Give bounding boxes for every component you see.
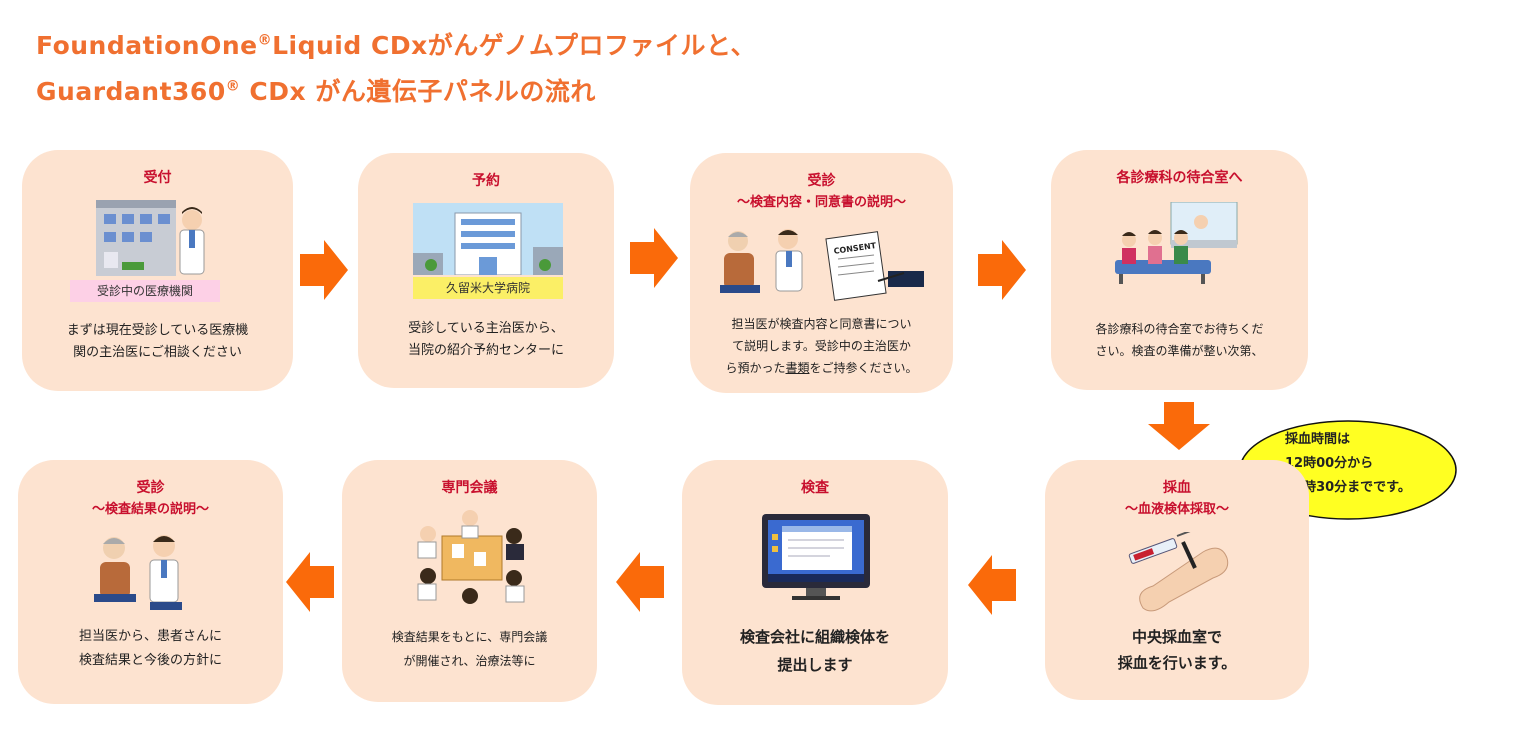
step-desc-line: まずは現在受診している医療機 (66, 323, 249, 338)
step-card-results: 受診 ～検査結果の説明～ 担当医から、患者さんに 検査結果と今後の方針に (18, 460, 283, 704)
step-heading: 検査 (801, 480, 829, 496)
step-desc-line: 検査会社に組織検体を (739, 628, 890, 646)
arrow-left-icon (616, 552, 664, 612)
clinic-doctor-illustration (96, 200, 205, 276)
monitor-illustration (762, 514, 870, 600)
step-desc-line: て説明します。受診中の主治医か (732, 339, 911, 353)
step-card-blood-draw: 採血 ～血液検体採取～ 中央採血室で 採血を行います。 (1045, 460, 1309, 700)
step-desc-line: が開催され、治療法等に (403, 654, 536, 668)
step-heading: 予約 (472, 173, 500, 189)
step-desc-line: さい。検査の準備が整い次第、 (1095, 344, 1264, 358)
step-card-reception: 受付 受診中の医療機関 まずは現在受診している医療機 関の主治医にご相談ください (22, 150, 293, 391)
step-heading: 受診 (136, 480, 165, 496)
step-desc-line: 検査結果と今後の方針に (78, 653, 222, 668)
bubble-line: 15時30分までです。 (1285, 480, 1411, 495)
arrow-right-icon (300, 240, 348, 300)
step-subheading: ～検査結果の説明～ (91, 502, 209, 517)
step-desc-line: 受診している主治医から、 (408, 321, 564, 336)
waiting-room-illustration (1115, 202, 1238, 284)
step-heading: 専門会議 (441, 480, 498, 496)
page-title-line1: FoundationOne®Liquid CDxがんゲノムプロファイルと、 (36, 31, 756, 60)
step-heading: 受付 (143, 170, 172, 186)
arrow-left-icon (286, 552, 334, 612)
step-heading: 受診 (807, 173, 836, 189)
step-card-consultation: 受診 ～検査内容・同意書の説明～ CONSENT 担当医が検査内容と同意書につい… (690, 153, 953, 393)
step-subheading: ～血液検体採取～ (1124, 502, 1229, 517)
step-desc-line: 各診療科の待合室でお待ちくだ (1095, 322, 1264, 336)
arrow-left-icon (968, 555, 1016, 615)
hospital-building-illustration (413, 203, 563, 275)
step-heading: 採血 (1163, 480, 1191, 496)
step-desc-line: 関の主治医にご相談ください (73, 345, 242, 360)
step-desc-line: 採血を行います。 (1117, 654, 1237, 672)
syringe-arm-illustration (1128, 532, 1229, 612)
step-subheading: ～検査内容・同意書の説明～ (736, 195, 906, 210)
step-desc-line: 中央採血室で (1131, 628, 1222, 646)
consent-explanation-illustration: CONSENT (720, 229, 924, 301)
step-card-expert-panel: 専門会議 検査結果をもとに、専門会議 が開催され、治療法等に (342, 460, 597, 702)
hospital-label: 久留米大学病院 (413, 277, 563, 299)
step-card-testing: 検査 検査会社に組織検体を 提出します (682, 460, 948, 705)
clinic-label: 受診中の医療機関 (70, 280, 220, 302)
step-desc-line: 検査結果をもとに、専門会議 (391, 630, 548, 644)
step-desc-line: ら預かった書類をご持参ください。 (725, 361, 918, 375)
step-desc-line: 担当医が検査内容と同意書につい (731, 317, 912, 331)
step-card-reservation: 予約 久留米大学病院 受診している主治医から、 当院の紹介予約センターに (358, 153, 614, 388)
arrow-down-icon (1148, 402, 1210, 450)
step-desc-line: 当院の紹介予約センターに (407, 343, 564, 358)
bubble-line: 12時00分から (1285, 456, 1374, 471)
result-explanation-illustration (94, 535, 182, 610)
meeting-illustration (417, 510, 525, 604)
step-heading: 各診療科の待合室へ (1116, 170, 1243, 186)
step-card-waiting-room: 各診療科の待合室へ 各診療科の待合室でお待ちくだ さい。検査の準備が整い次第、 (1051, 150, 1308, 390)
page-title-line2: Guardant360® CDx がん遺伝子パネルの流れ (36, 77, 596, 106)
arrow-right-icon (978, 240, 1026, 300)
step-desc-line: 担当医から、患者さんに (78, 629, 222, 644)
step-desc-line: 提出します (777, 656, 853, 674)
bubble-line: 採血時間は (1285, 432, 1351, 447)
arrow-right-icon (630, 228, 678, 288)
